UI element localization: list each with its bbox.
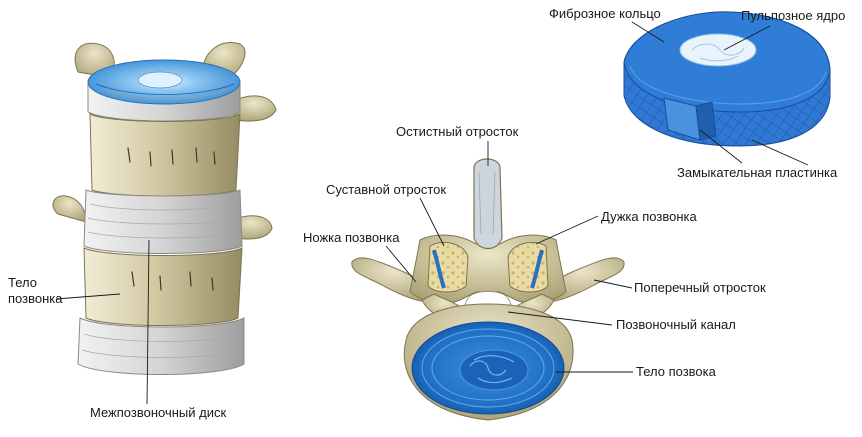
articular-process-label: Суставной отросток bbox=[326, 182, 446, 197]
spinous-process bbox=[474, 159, 502, 249]
spinal-segment-illustration bbox=[53, 42, 276, 374]
pedicle-label: Ножка позвонка bbox=[303, 230, 400, 245]
vertebral-canal-label: Позвоночный канал bbox=[616, 317, 736, 332]
annulus-fibrosus-label: Фиброзное кольцо bbox=[549, 6, 661, 21]
vertebra-cross-section bbox=[352, 159, 624, 420]
endplate-leader-2 bbox=[752, 140, 808, 165]
nucleus-pulposus-label: Пульпозное ядро bbox=[741, 8, 845, 23]
intervertebral-disc-label: Межпозвоночный диск bbox=[90, 405, 226, 420]
transverse-process-label: Поперечный отросток bbox=[634, 280, 766, 295]
right-articular-process bbox=[508, 242, 548, 292]
transverse-process-leader bbox=[594, 280, 632, 288]
endplate-label: Замыкательная пластинка bbox=[677, 165, 838, 180]
vertebral-body-label-line2: позвонка bbox=[8, 291, 63, 306]
vertebral-body-label-line1: Тело bbox=[8, 275, 37, 290]
lower-left-process bbox=[53, 196, 86, 222]
upper-vertebral-body bbox=[90, 114, 240, 196]
left-articular-process bbox=[428, 242, 468, 292]
bottom-disc-band bbox=[78, 318, 244, 375]
vertebral-body-label: Тело позвонка bbox=[8, 275, 63, 306]
isolated-disc-illustration bbox=[624, 12, 830, 146]
body-cross-section-label: Тело позвока bbox=[636, 364, 717, 379]
spinous-process-label: Остистный отросток bbox=[396, 124, 519, 139]
lower-vertebral-body bbox=[84, 248, 242, 326]
vertebral-arch-label: Дужка позвонка bbox=[601, 209, 697, 224]
vertebral-arch-leader bbox=[536, 216, 598, 244]
